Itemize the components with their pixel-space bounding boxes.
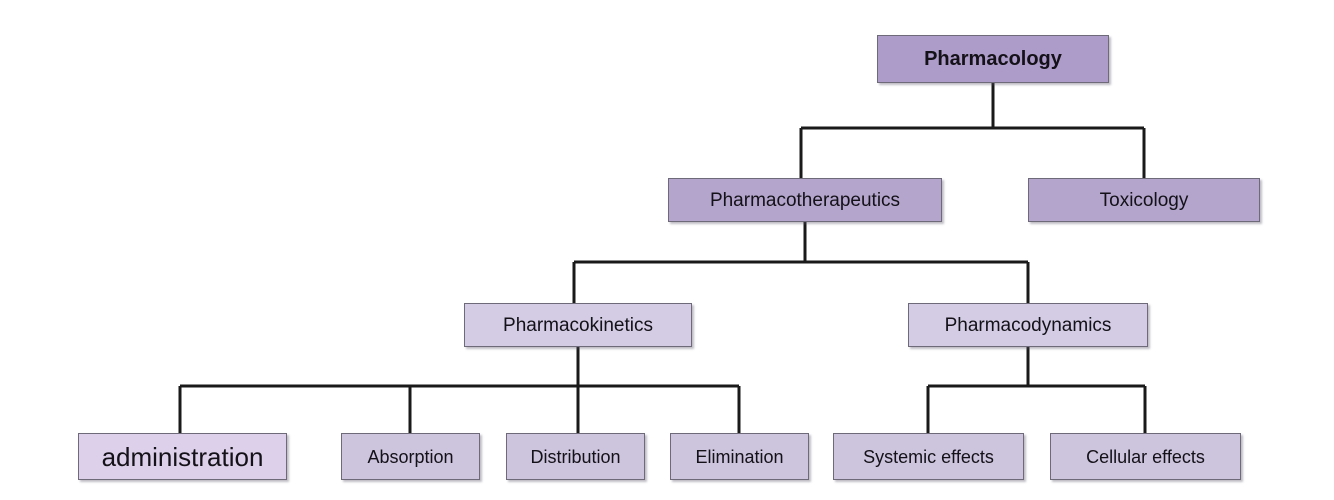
node-elimination[interactable]: Elimination xyxy=(670,433,809,480)
node-label-pharmacology: Pharmacology xyxy=(924,48,1062,70)
node-administration[interactable]: administration xyxy=(78,433,287,480)
node-toxicology[interactable]: Toxicology xyxy=(1028,178,1260,222)
tree-connector xyxy=(799,83,1146,178)
node-label-toxicology: Toxicology xyxy=(1099,189,1189,211)
tree-connector xyxy=(178,347,741,433)
node-label-absorption: Absorption xyxy=(367,446,454,467)
node-label-distribution: Distribution xyxy=(530,446,621,467)
tree-connector xyxy=(572,222,1030,303)
node-label-cellular-effects: Cellular effects xyxy=(1086,446,1205,467)
node-label-pharmacodynamics: Pharmacodynamics xyxy=(944,314,1112,336)
node-label-administration: administration xyxy=(101,441,264,472)
node-systemic-effects[interactable]: Systemic effects xyxy=(833,433,1024,480)
node-pharmacology[interactable]: Pharmacology xyxy=(877,35,1109,83)
node-label-pharmacotherapeutics: Pharmacotherapeutics xyxy=(709,189,901,211)
node-distribution[interactable]: Distribution xyxy=(506,433,645,480)
node-label-elimination: Elimination xyxy=(695,446,784,467)
node-pharmacotherapeutics[interactable]: Pharmacotherapeutics xyxy=(668,178,942,222)
node-absorption[interactable]: Absorption xyxy=(341,433,480,480)
tree-connector xyxy=(926,347,1147,433)
node-pharmacokinetics[interactable]: Pharmacokinetics xyxy=(464,303,692,347)
node-cellular-effects[interactable]: Cellular effects xyxy=(1050,433,1241,480)
node-pharmacodynamics[interactable]: Pharmacodynamics xyxy=(908,303,1148,347)
node-label-pharmacokinetics: Pharmacokinetics xyxy=(503,314,653,336)
connector-group xyxy=(178,83,1147,433)
node-label-systemic-effects: Systemic effects xyxy=(863,446,994,467)
